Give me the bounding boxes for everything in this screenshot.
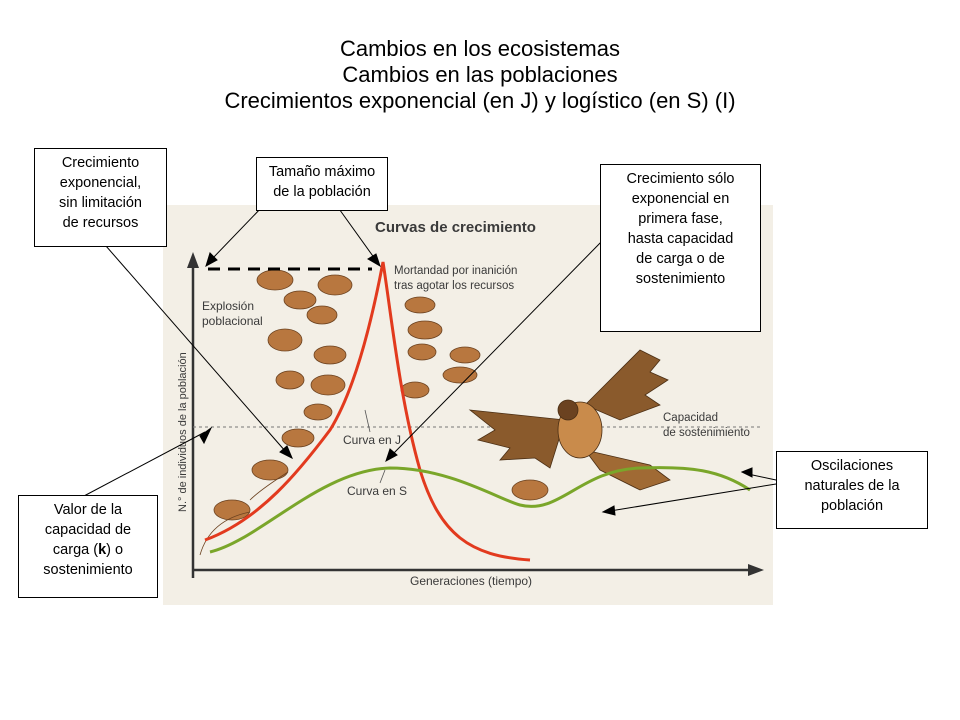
mouse-tail <box>199 511 251 556</box>
mouse-icon <box>256 269 294 291</box>
callout-text: exponencial en <box>631 191 730 207</box>
s-curve <box>209 466 751 554</box>
mouse-icon <box>283 290 317 310</box>
mouse-icon <box>310 374 346 396</box>
mouse-icon <box>317 274 353 296</box>
mortandad-line-2: tras agotar los recursos <box>394 280 514 292</box>
mouse-icon <box>306 305 338 325</box>
callout-text: exponencial, <box>59 175 142 191</box>
callout-text: sin limitación <box>59 195 142 211</box>
mouse-icon <box>303 403 333 421</box>
curve-j-leader <box>364 409 371 433</box>
callout-arrows <box>83 205 777 516</box>
mouse-icon <box>404 296 436 314</box>
hawk-left-wing <box>468 409 566 469</box>
callout-max-size: Tamaño máximo de la población <box>256 157 388 211</box>
callout-text: Valor de la <box>53 502 123 518</box>
mouse-icon <box>213 499 251 521</box>
mouse-icon <box>267 328 303 352</box>
mouse-icon <box>407 343 437 361</box>
explosion-line-2: poblacional <box>202 314 263 328</box>
callout-text: carga (k) o <box>52 542 124 558</box>
callout-text: Tamaño máximo <box>268 164 376 180</box>
x-axis-arrow <box>748 564 764 576</box>
callout-text: primera fase, <box>638 211 723 227</box>
j-curve <box>204 261 531 562</box>
title-block: Cambios en los ecosistemas Cambios en la… <box>0 36 960 114</box>
mouse-icon <box>511 479 549 501</box>
callout-oscillations: Oscilaciones naturales de la población <box>776 451 928 529</box>
callout-text: hasta capacidad <box>627 231 734 247</box>
mouse-icon <box>407 320 443 340</box>
callout-text: sostenimiento <box>43 562 133 578</box>
callout-text: capacidad de <box>44 522 132 538</box>
mice-group <box>199 269 549 556</box>
callout-capacity-value: Valor de la capacidad de carga (k) o sos… <box>18 495 158 598</box>
callout-only-exponential: Crecimiento sólo exponencial en primera … <box>600 164 761 332</box>
figure-heading: Curvas de crecimiento <box>375 219 536 236</box>
mouse-icon <box>275 370 305 390</box>
curve-j-label: Curva en J <box>343 433 401 447</box>
title-line-1: Cambios en los ecosistemas <box>339 36 620 61</box>
k-symbol: k <box>98 542 107 558</box>
callout-text: sostenimiento <box>635 271 726 287</box>
mouse-icon <box>251 459 289 481</box>
callout-text: Crecimiento sólo <box>626 171 735 187</box>
callout-text: Crecimiento <box>61 155 140 171</box>
y-axis-arrow <box>187 252 199 268</box>
capacity-line-2: de sostenimiento <box>663 427 750 439</box>
hawk-right-wing <box>584 349 669 421</box>
mortandad-line-1: Mortandad por inanición <box>394 265 517 277</box>
mouse-icon <box>449 346 481 364</box>
mouse-icon <box>281 428 315 448</box>
mouse-icon <box>442 366 478 384</box>
mouse-tail <box>249 471 289 501</box>
callout-text: de la población <box>273 184 371 200</box>
callout-text: de recursos <box>62 215 139 231</box>
curve-s-label: Curva en S <box>347 484 407 498</box>
axes <box>187 252 764 578</box>
title-line-3: Crecimientos exponencial (en J) y logíst… <box>224 88 736 113</box>
curve-s-leader <box>379 469 386 484</box>
explosion-line-1: Explosión <box>202 299 254 313</box>
mouse-icon <box>400 381 430 399</box>
x-axis-label: Generaciones (tiempo) <box>410 574 532 588</box>
callout-text: Oscilaciones <box>810 458 894 474</box>
hawk-head <box>557 399 579 421</box>
mouse-icon <box>313 345 347 365</box>
capacity-line-1: Capacidad <box>663 412 718 424</box>
callout-text: naturales de la <box>804 478 900 494</box>
hawk-icon <box>468 349 671 491</box>
title-line-2: Cambios en las poblaciones <box>342 62 618 87</box>
y-axis-label: N.° de individuos de la población <box>177 352 189 512</box>
callout-text: de carga o de <box>636 251 725 267</box>
callout-exponential-growth: Crecimiento exponencial, sin limitación … <box>34 148 167 247</box>
callout-text: población <box>820 498 884 514</box>
